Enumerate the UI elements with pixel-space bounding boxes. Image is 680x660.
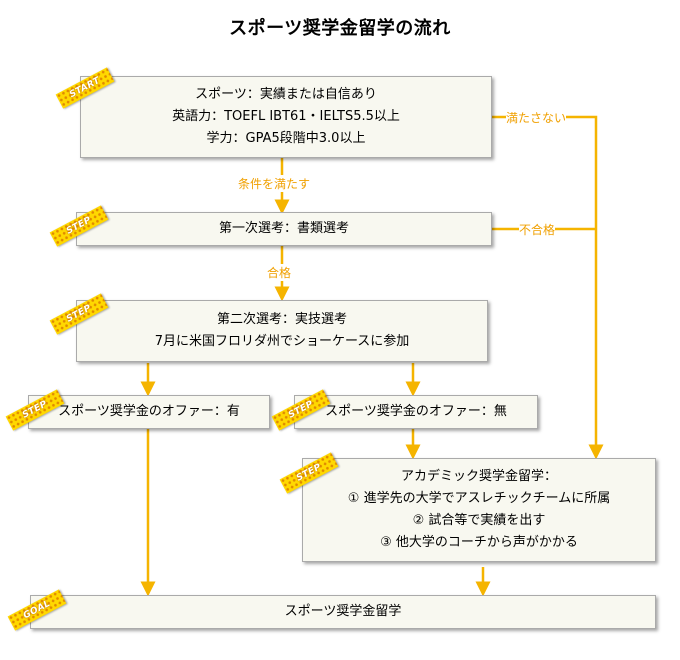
second-selection-detail: 7月に米国フロリダ州でショーケースに参加 [154, 334, 410, 349]
goal-box: スポーツ奨学金留学 [30, 595, 656, 629]
goal-label: スポーツ奨学金留学 [284, 604, 402, 619]
offer-yes-box: スポーツ奨学金のオファー：有 [28, 395, 270, 429]
page-title: スポーツ奨学金留学の流れ [229, 18, 451, 39]
second-selection-title: 第二次選考：実技選考 [216, 312, 347, 327]
academic-step-2: ② 試合等で実績を出す [412, 513, 546, 528]
requirements-english: 英語力：TOEFL IBT61・IELTS5.5以上 [172, 109, 400, 124]
edge-label-passed: 合格 [267, 264, 292, 281]
academic-step-3: ③ 他大学のコーチから声がかかる [380, 535, 578, 550]
first-selection-box: 第一次選考：書類選考 [76, 212, 492, 246]
edge-label-not-met: 満たさない [506, 109, 567, 126]
academic-title: アカデミック奨学金留学： [400, 469, 557, 484]
second-selection-box: 第二次選考：実技選考 7月に米国フロリダ州でショーケースに参加 [76, 300, 488, 362]
first-selection-label: 第一次選考：書類選考 [218, 221, 349, 236]
requirements-sports: スポーツ：実績または自信あり [195, 87, 377, 102]
edge-label-failed: 不合格 [519, 221, 556, 238]
academic-scholarship-box: アカデミック奨学金留学： ① 進学先の大学でアスレチックチームに所属 ② 試合等… [302, 458, 656, 562]
edge-label-meets-conditions: 条件を満たす [238, 175, 311, 192]
offer-no-label: スポーツ奨学金のオファー：無 [325, 404, 507, 419]
offer-no-box: スポーツ奨学金のオファー：無 [294, 395, 538, 429]
requirements-academic: 学力：GPA5段階中3.0以上 [206, 131, 366, 146]
requirements-box: スポーツ：実績または自信あり 英語力：TOEFL IBT61・IELTS5.5以… [80, 76, 492, 158]
offer-yes-label: スポーツ奨学金のオファー：有 [58, 404, 240, 419]
academic-step-1: ① 進学先の大学でアスレチックチームに所属 [347, 491, 611, 506]
